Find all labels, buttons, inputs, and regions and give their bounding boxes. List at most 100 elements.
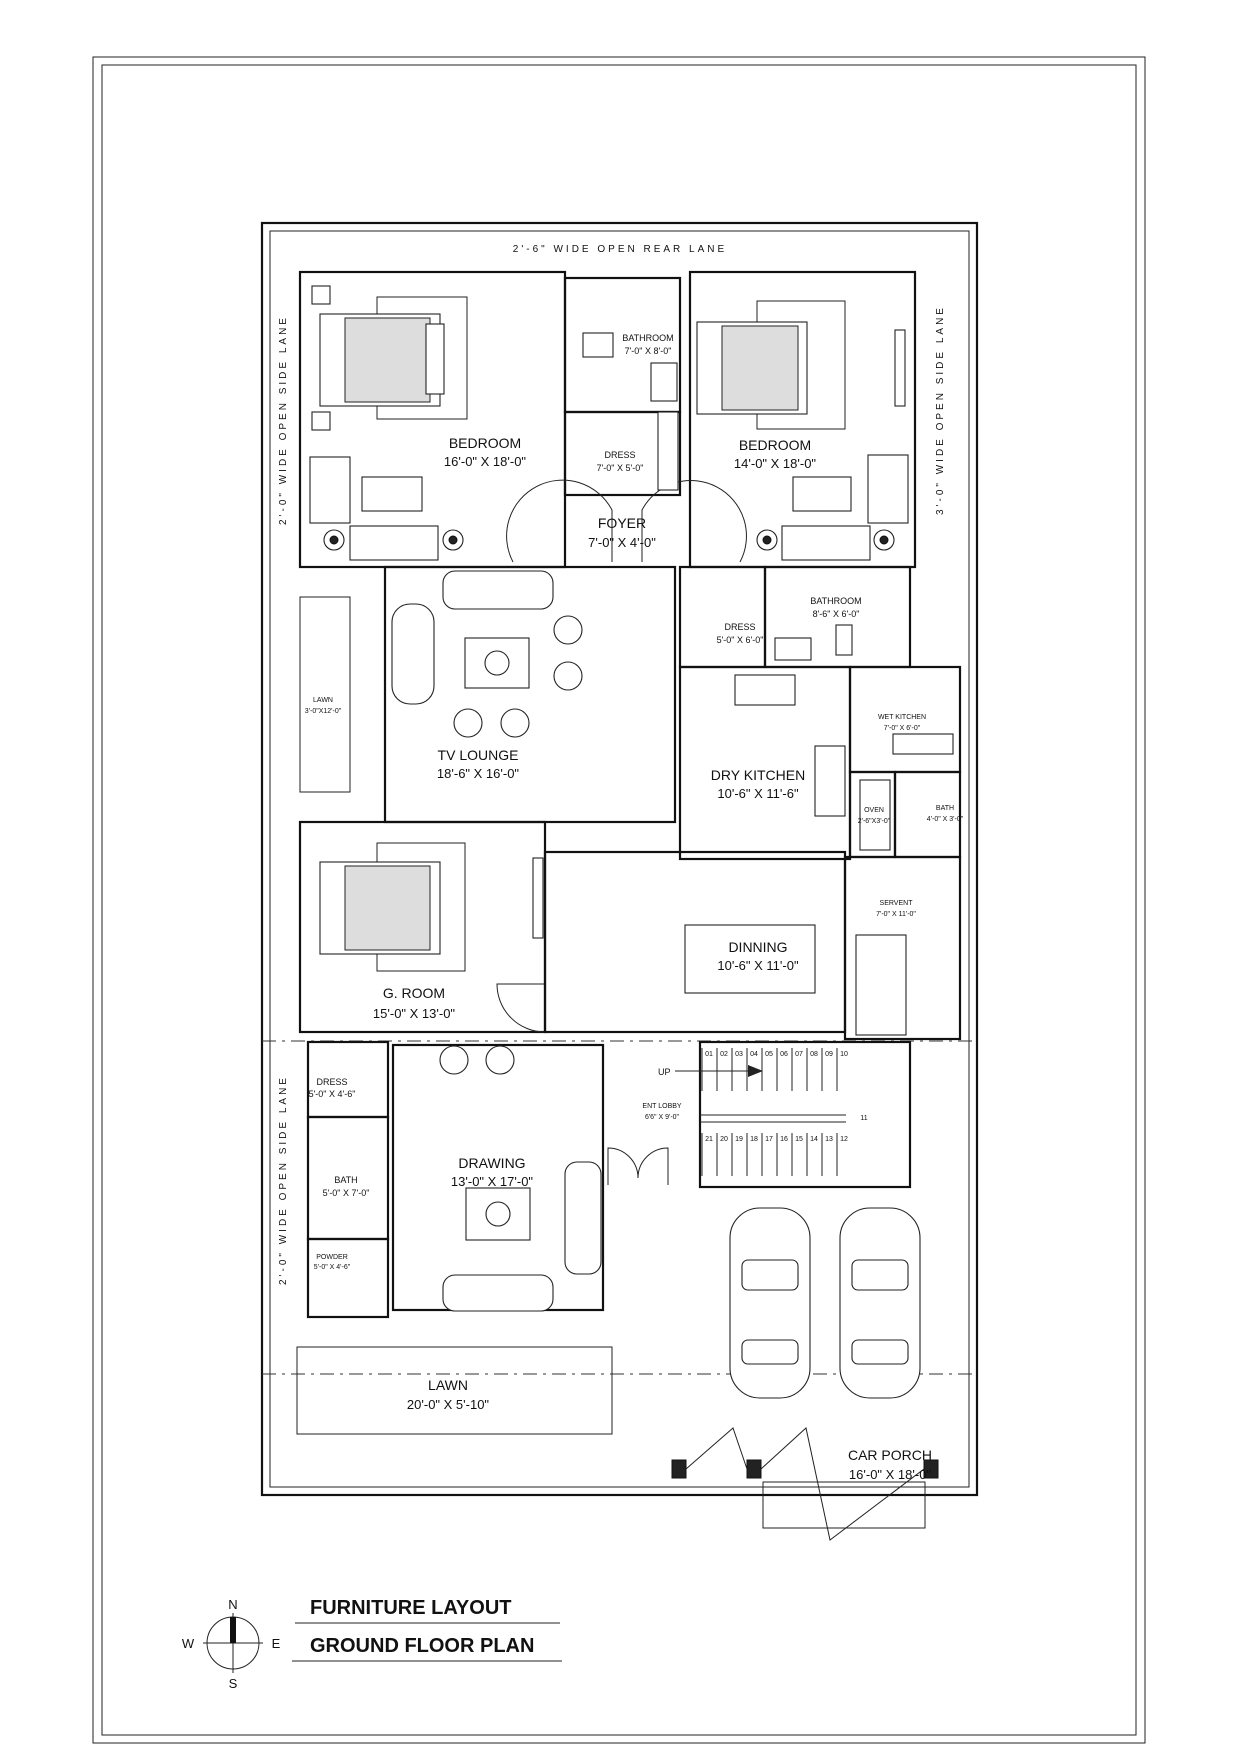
outer-sheet-border <box>92 56 1146 1744</box>
bed1-headboard <box>425 323 445 395</box>
wet-kitchen-sink <box>892 733 954 755</box>
gate-leaf-2 <box>760 1427 925 1541</box>
oven-unit <box>859 779 891 851</box>
bathroom1-basin <box>650 362 678 402</box>
plot-boundary <box>260 221 979 1497</box>
car-porch-name: CAR PORCH <box>848 1447 932 1463</box>
tv-lounge-chaise <box>391 603 435 705</box>
bed1-sofa <box>349 525 439 561</box>
tv-lounge-center-table-ornament <box>484 650 510 676</box>
stair-step-number: 02 <box>720 1051 728 1058</box>
stair-step-number: 12 <box>840 1136 848 1143</box>
ent-door-right <box>637 1147 669 1185</box>
stair-step-number: 16 <box>780 1136 788 1143</box>
gate-leaf-1 <box>685 1427 748 1470</box>
tv-lounge-chair-1 <box>553 615 583 645</box>
left-lane-bottom-label: 2'-0" WIDE OPEN SIDE LANE <box>278 1075 289 1285</box>
lawn-small-size: 3'-0"X12'-0" <box>305 708 342 715</box>
bathroom1-name: BATHROOM <box>622 333 673 343</box>
right-lane-top-label: 3'-0" WIDE OPEN SIDE LANE <box>935 305 946 515</box>
car-2-rear-window <box>851 1339 909 1365</box>
servent-name: SERVENT <box>880 900 914 907</box>
dress2-walls <box>678 565 767 669</box>
bathroom2-basin <box>774 637 812 661</box>
bed1-nightstand-top <box>311 285 331 305</box>
bath-small-walls <box>893 770 962 859</box>
car-1 <box>729 1207 811 1399</box>
bathroom2-size: 8'-6" X 6'-0" <box>813 609 860 619</box>
drawing-chair-2 <box>485 1045 515 1075</box>
stair-step-number: 05 <box>765 1051 773 1058</box>
bedroom1-name: BEDROOM <box>449 435 521 451</box>
foyer-door-left <box>506 479 613 563</box>
servent-bed <box>855 934 907 1036</box>
lawn-big-box <box>296 1346 613 1435</box>
dinning-table <box>684 924 816 994</box>
dress2-name: DRESS <box>724 622 755 632</box>
stair-step-number: 17 <box>765 1136 773 1143</box>
g-room-name: G. ROOM <box>383 985 445 1001</box>
gate-pillar-1 <box>671 1459 687 1479</box>
stair-step-number: 20 <box>720 1136 728 1143</box>
car-1-rear-window <box>741 1339 799 1365</box>
drawing-sofa-bottom <box>442 1274 554 1312</box>
servent-walls <box>843 855 962 1041</box>
bedroom2-name: BEDROOM <box>739 437 811 453</box>
dry-kitchen-hob <box>734 674 796 706</box>
bathroom1-toilet <box>582 332 614 358</box>
compass-w: W <box>182 1636 195 1651</box>
dress1-name: DRESS <box>604 450 635 460</box>
stairs-arrow-head <box>748 1065 763 1077</box>
entry-steps <box>762 1481 926 1529</box>
bed2-side-lamp-left-dot <box>762 535 772 545</box>
dinning-size: 10'-6" X 11'-0" <box>717 958 799 973</box>
stair-step-number: 04 <box>750 1051 758 1058</box>
foyer-size: 7'-0" X 4'-0" <box>588 535 656 550</box>
drawing-sofa-right <box>564 1161 602 1275</box>
stair-step-number: 19 <box>735 1136 743 1143</box>
bed2-armchair <box>867 454 909 524</box>
drawing-chair-1 <box>439 1045 469 1075</box>
bed2-tv-table <box>792 476 852 512</box>
g-room-size: 15'-0" X 13'-0" <box>373 1006 456 1021</box>
stairs-up-label: UP <box>658 1067 671 1077</box>
stair-step-number: 07 <box>795 1051 803 1058</box>
compass-s: S <box>229 1676 238 1691</box>
oven-name: OVEN <box>864 807 884 814</box>
lawn-big-size: 20'-0" X 5'-10" <box>407 1397 490 1412</box>
bed2-side-lamp-dot <box>879 535 889 545</box>
compass-e: E <box>272 1636 281 1651</box>
wet-kitchen-size: 7'-0" X 6'-0" <box>884 725 921 732</box>
tv-lounge-chair-4 <box>500 708 530 738</box>
oven-size: 2'-6"X3'-0" <box>858 818 891 825</box>
foyer-name: FOYER <box>598 515 646 531</box>
car-2 <box>839 1207 921 1399</box>
stair-step-number: 18 <box>750 1136 758 1143</box>
title-ground-floor-plan: GROUND FLOOR PLAN <box>310 1635 534 1657</box>
dress3-size: 5'-0" X 4'-6" <box>309 1089 356 1099</box>
bed1-armchair <box>309 456 351 524</box>
bed2-tv <box>894 329 906 407</box>
tv-lounge-chair-2 <box>553 661 583 691</box>
dress1-wardrobe <box>657 411 679 491</box>
bath-small-size: 4'-0" X 3'-0" <box>927 816 964 823</box>
wet-kitchen-name: WET KITCHEN <box>878 714 926 721</box>
drawing-size: 13'-0" X 17'-0" <box>451 1174 534 1189</box>
bed1-side-lamp-left-dot <box>329 535 339 545</box>
stair-step-number: 01 <box>705 1051 713 1058</box>
bed1-nightstand-bottom <box>311 411 331 431</box>
drawing-center-ornament <box>485 1201 511 1227</box>
powder-name: POWDER <box>316 1254 348 1261</box>
bed1-tv-table <box>361 476 423 512</box>
stairs-landing-step: 11 <box>860 1115 867 1122</box>
stair-step-number: 21 <box>705 1136 713 1143</box>
title-furniture-layout: FURNITURE LAYOUT <box>310 1597 511 1619</box>
dress3-name: DRESS <box>316 1077 347 1087</box>
bed1-side-lamp-right-dot <box>448 535 458 545</box>
lawn-small-name: LAWN <box>313 697 333 704</box>
bath3-name: BATH <box>334 1175 357 1185</box>
bath-small-name: BATH <box>936 805 954 812</box>
lawn-big-name: LAWN <box>428 1377 468 1393</box>
stair-step-number: 03 <box>735 1051 743 1058</box>
